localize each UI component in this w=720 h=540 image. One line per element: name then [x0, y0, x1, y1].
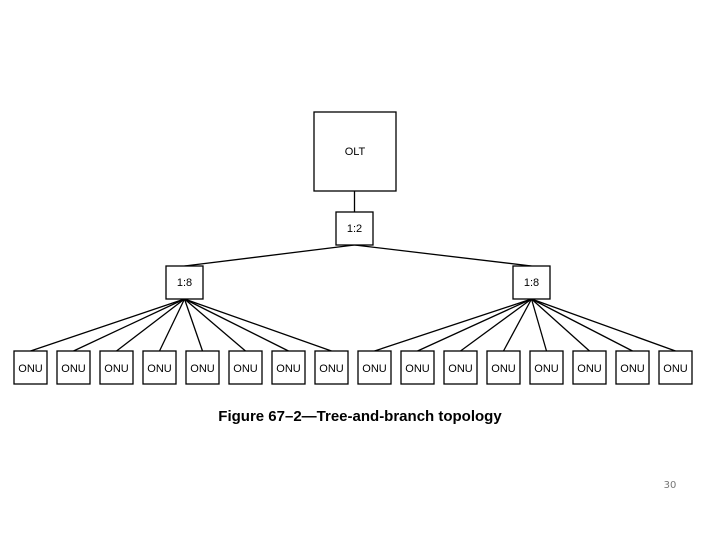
onu-node: ONU: [615, 350, 650, 385]
onu-box: [615, 350, 650, 385]
splitter-left-label: 1:8: [177, 277, 192, 289]
edge-splitter-to-onu: [531, 298, 676, 352]
onu-box: [314, 350, 349, 385]
onu-label: ONU: [577, 363, 602, 375]
edge-splitter-to-onu: [184, 298, 332, 352]
edge-splitter-to-onu: [73, 298, 185, 352]
onu-box: [658, 350, 693, 385]
splitter-1-2: 1:2: [335, 211, 374, 246]
onu-node: ONU: [13, 350, 48, 385]
edge-splitter-to-onu: [184, 298, 246, 352]
onu-box: [486, 350, 521, 385]
onu-box: [13, 350, 48, 385]
splitter-right: 1:8: [512, 265, 551, 300]
onu-label: ONU: [534, 363, 559, 375]
figure-caption: Figure 67–2—Tree-and-branch topology: [218, 408, 502, 425]
onu-box: [228, 350, 263, 385]
onu-node: ONU: [400, 350, 435, 385]
edge-splitter-to-left: [184, 244, 355, 267]
onu-label: ONU: [405, 363, 430, 375]
edge-splitter-to-onu: [183, 298, 204, 352]
onu-box: [142, 350, 177, 385]
onu-label: ONU: [18, 363, 43, 375]
onu-label: ONU: [190, 363, 215, 375]
diagram-edges: [30, 191, 676, 352]
splitter-right-label: 1:8: [524, 277, 539, 289]
onu-label: ONU: [663, 363, 688, 375]
onu-label: ONU: [319, 363, 344, 375]
onu-row: ONU ONU ONU ONU ONU ONU ONU ONU ONU ONU ONU ONU ONU O…: [13, 350, 693, 385]
onu-node: ONU: [314, 350, 349, 385]
splitter-1-2-label: 1:2: [347, 223, 362, 235]
onu-label: ONU: [233, 363, 258, 375]
onu-node: ONU: [271, 350, 306, 385]
olt-node: OLT: [313, 111, 397, 192]
onu-label: ONU: [448, 363, 473, 375]
onu-box: [443, 350, 478, 385]
onu-box: [185, 350, 220, 385]
edge-splitter-to-onu: [30, 298, 185, 352]
onu-node: ONU: [658, 350, 693, 385]
page-number: 30: [663, 480, 677, 491]
onu-box: [572, 350, 607, 385]
onu-label: ONU: [61, 363, 86, 375]
onu-node: ONU: [142, 350, 177, 385]
onu-node: ONU: [228, 350, 263, 385]
edge-splitter-to-onu: [531, 298, 590, 352]
onu-label: ONU: [620, 363, 645, 375]
olt-label: OLT: [345, 146, 366, 158]
edge-splitter-to-onu: [184, 298, 289, 352]
onu-box: [56, 350, 91, 385]
onu-node: ONU: [572, 350, 607, 385]
onu-box: [529, 350, 564, 385]
edge-splitter-to-onu: [502, 298, 533, 352]
edge-splitter-to-right: [354, 244, 532, 267]
onu-node: ONU: [185, 350, 220, 385]
onu-label: ONU: [147, 363, 172, 375]
splitter-left: 1:8: [165, 265, 204, 300]
onu-box: [357, 350, 392, 385]
edge-splitter-to-onu: [116, 298, 185, 352]
edge-splitter-to-onu: [530, 298, 548, 352]
onu-node: ONU: [443, 350, 478, 385]
onu-label: ONU: [362, 363, 387, 375]
edge-splitter-to-onu: [158, 298, 186, 352]
onu-node: ONU: [357, 350, 392, 385]
edge-splitter-to-onu: [531, 298, 633, 352]
onu-label: ONU: [491, 363, 516, 375]
edge-splitter-to-onu: [374, 298, 532, 352]
onu-label: ONU: [276, 363, 301, 375]
edge-splitter-to-onu: [460, 298, 532, 352]
onu-node: ONU: [56, 350, 91, 385]
edge-splitter-to-onu: [417, 298, 532, 352]
onu-node: ONU: [99, 350, 134, 385]
onu-node: ONU: [529, 350, 564, 385]
onu-box: [271, 350, 306, 385]
onu-box: [400, 350, 435, 385]
onu-label: ONU: [104, 363, 129, 375]
onu-node: ONU: [486, 350, 521, 385]
onu-box: [99, 350, 134, 385]
